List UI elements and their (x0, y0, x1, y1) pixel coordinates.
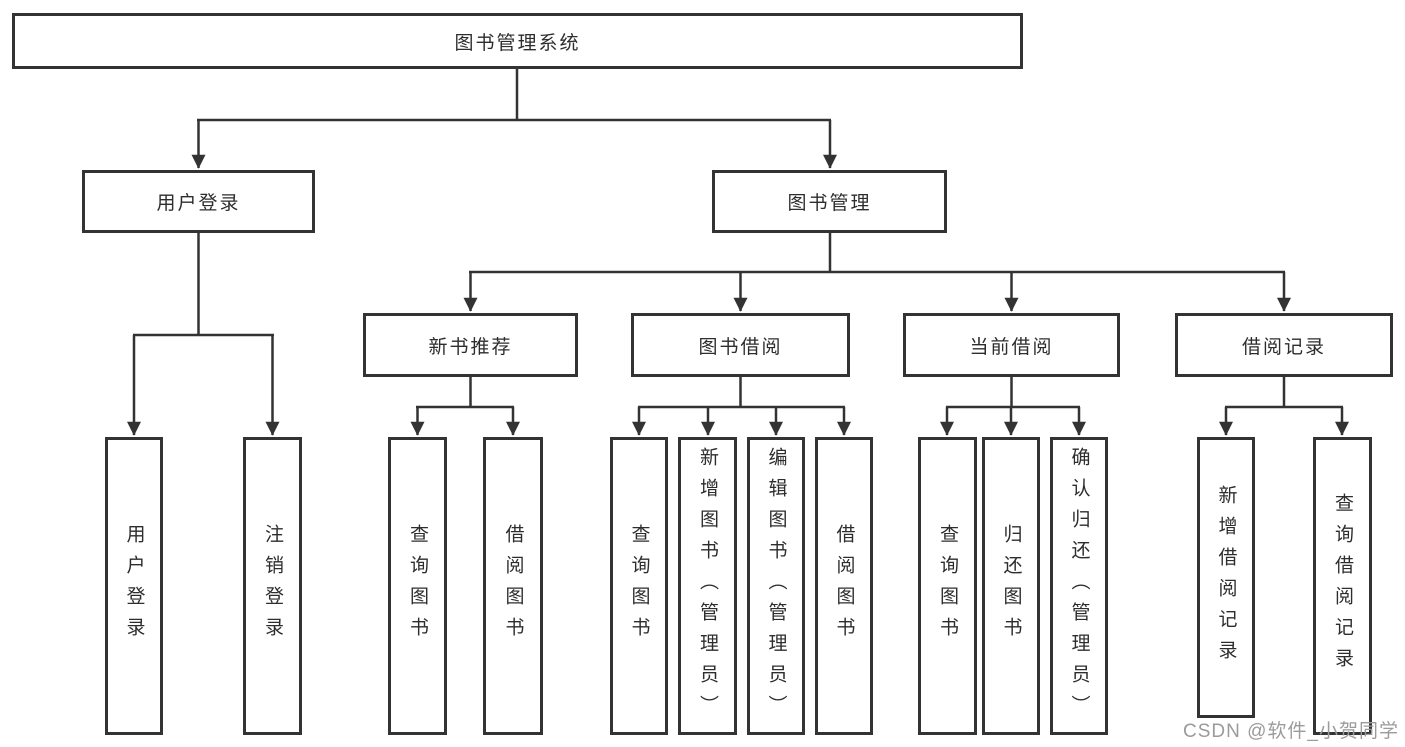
leaf-return-book-label: 归还图书 (1000, 524, 1022, 648)
leaf-borrow-query-label: 查询图书 (628, 524, 650, 648)
node-book-management-branch: 图书管理 (712, 170, 947, 233)
leaf-logout-label: 注销登录 (262, 524, 283, 648)
node-user-login-branch: 用户登录 (82, 170, 315, 233)
leaf-current-query-label: 查询图书 (937, 524, 958, 648)
leaf-newbook-query: 查询图书 (388, 437, 447, 735)
leaf-borrow-query: 查询图书 (610, 437, 668, 735)
leaf-user-login: 用户登录 (105, 437, 163, 735)
leaf-borrow-book: 借阅图书 (815, 437, 873, 735)
node-new-book-recommend: 新书推荐 (363, 313, 578, 377)
node-current-borrowing: 当前借阅 (903, 313, 1120, 377)
leaf-user-login-label: 用户登录 (123, 524, 145, 648)
leaf-newbook-borrow-label: 借阅图书 (502, 524, 524, 648)
leaf-borrow-add-admin: 新增图书（管理员） (678, 437, 737, 735)
node-root-system: 图书管理系统 (12, 13, 1023, 69)
leaf-newbook-query-label: 查询图书 (407, 524, 428, 648)
leaf-query-borrow-record-label: 查询借阅记录 (1332, 493, 1353, 679)
leaf-logout: 注销登录 (243, 437, 302, 735)
leaf-confirm-return-admin: 确认归还（管理员） (1050, 437, 1108, 735)
leaf-query-borrow-record: 查询借阅记录 (1313, 437, 1372, 735)
leaf-add-borrow-record-label: 新增借阅记录 (1215, 484, 1237, 671)
leaf-return-book: 归还图书 (982, 437, 1040, 735)
leaf-newbook-borrow: 借阅图书 (483, 437, 543, 735)
leaf-add-borrow-record: 新增借阅记录 (1197, 437, 1255, 718)
leaf-current-query: 查询图书 (918, 437, 977, 735)
leaf-borrow-book-label: 借阅图书 (833, 524, 855, 648)
leaf-borrow-edit-admin: 编辑图书（管理员） (747, 437, 805, 735)
leaf-borrow-edit-admin-label: 编辑图书（管理员） (765, 446, 787, 726)
leaf-confirm-return-admin-label: 确认归还（管理员） (1068, 446, 1090, 726)
node-book-borrowing: 图书借阅 (631, 313, 850, 377)
csdn-watermark: CSDN @软件_小贺同学 (1183, 721, 1399, 742)
leaf-borrow-add-admin-label: 新增图书（管理员） (697, 446, 718, 726)
node-borrow-records: 借阅记录 (1175, 313, 1393, 377)
